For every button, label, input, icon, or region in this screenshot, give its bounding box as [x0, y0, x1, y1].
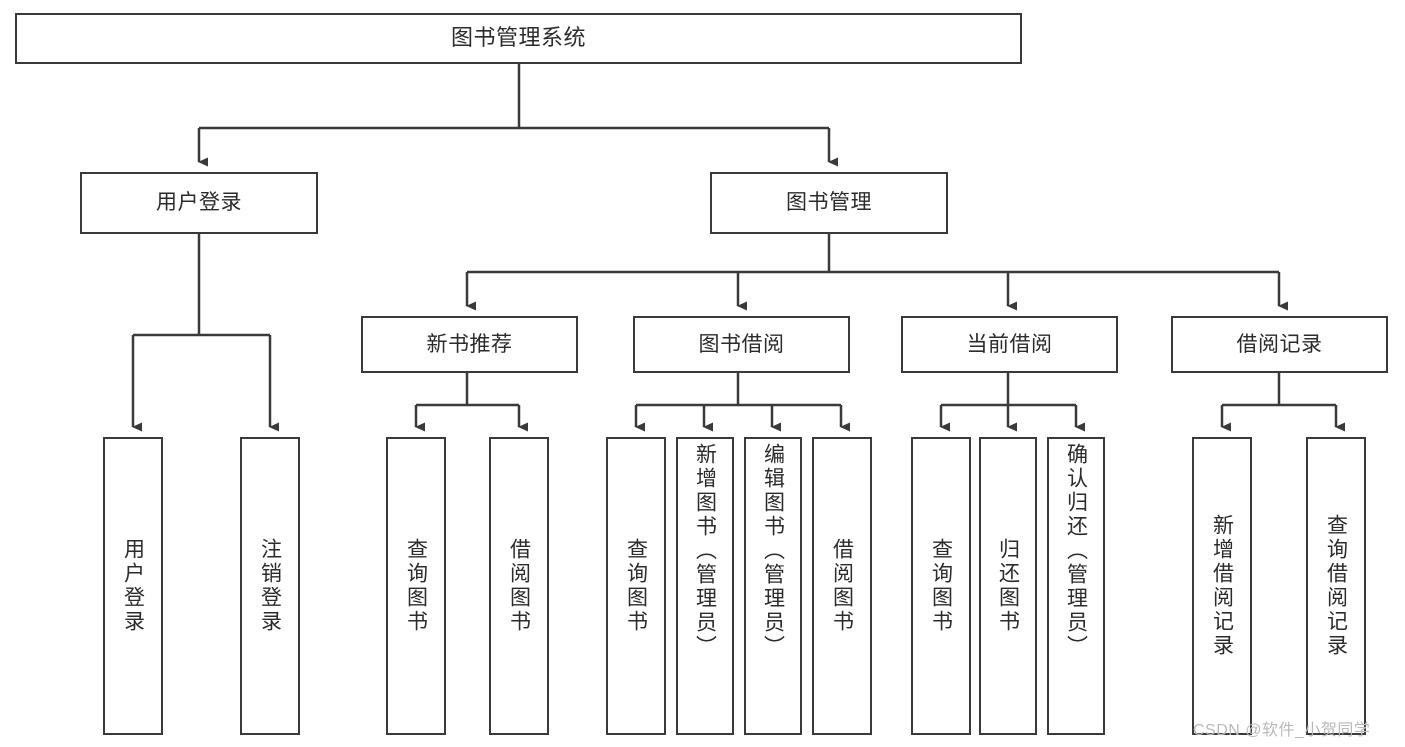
node-label: 查询图书 — [404, 538, 428, 634]
leaf-new-book-borrow-book[interactable]: 借阅图书 — [489, 437, 549, 735]
leaf-borrow-record-query-record[interactable]: 查询借阅记录 — [1306, 437, 1366, 735]
csdn-watermark: CSDN @软件_小贺同学 — [1193, 722, 1371, 739]
leaf-book-borrow-borrow-book[interactable]: 借阅图书 — [812, 437, 872, 735]
leaf-user-login-signout[interactable]: 注销登录 — [240, 437, 300, 735]
node-label: 图书管理 — [786, 191, 872, 215]
leaf-book-borrow-query-book[interactable]: 查询图书 — [606, 437, 666, 735]
node-label: 归还图书 — [996, 538, 1020, 634]
node-label: 编辑图书（管理员） — [761, 443, 785, 659]
leaf-new-book-query-book[interactable]: 查询图书 — [386, 437, 446, 735]
node-current-borrow[interactable]: 当前借阅 — [901, 316, 1118, 373]
node-label: 确认归还（管理员） — [1064, 443, 1088, 659]
leaf-current-borrow-confirm-return-admin[interactable]: 确认归还（管理员） — [1047, 437, 1105, 735]
node-label: 当前借阅 — [966, 332, 1053, 356]
node-borrow-record[interactable]: 借阅记录 — [1171, 316, 1388, 373]
node-label: 用户登录 — [121, 538, 145, 634]
leaf-current-borrow-return-book[interactable]: 归还图书 — [979, 437, 1037, 735]
node-label: 查询借阅记录 — [1324, 514, 1348, 658]
node-label: 新增借阅记录 — [1210, 514, 1234, 658]
node-label: 查询图书 — [929, 538, 953, 634]
node-label: 借阅图书 — [507, 538, 531, 634]
node-new-book-recommend[interactable]: 新书推荐 — [361, 316, 578, 373]
node-label: 新增图书（管理员） — [693, 443, 717, 659]
leaf-book-borrow-edit-book-admin[interactable]: 编辑图书（管理员） — [744, 437, 802, 735]
node-root-book-management-system[interactable]: 图书管理系统 — [15, 13, 1022, 64]
leaf-current-borrow-query-book[interactable]: 查询图书 — [911, 437, 971, 735]
leaf-borrow-record-add-record[interactable]: 新增借阅记录 — [1192, 437, 1252, 735]
node-label: 图书借阅 — [698, 332, 785, 356]
leaf-book-borrow-add-book-admin[interactable]: 新增图书（管理员） — [676, 437, 734, 735]
node-label: 新书推荐 — [426, 332, 513, 356]
node-book-management[interactable]: 图书管理 — [710, 172, 948, 234]
node-label: 借阅记录 — [1236, 332, 1323, 356]
node-label: 查询图书 — [624, 538, 648, 634]
node-user-login[interactable]: 用户登录 — [80, 172, 318, 234]
node-book-borrow[interactable]: 图书借阅 — [633, 316, 850, 373]
leaf-user-login-signin[interactable]: 用户登录 — [103, 437, 163, 735]
node-label: 用户登录 — [156, 191, 242, 215]
node-label: 借阅图书 — [830, 538, 854, 634]
node-label: 图书管理系统 — [450, 25, 586, 51]
node-label: 注销登录 — [258, 538, 282, 634]
